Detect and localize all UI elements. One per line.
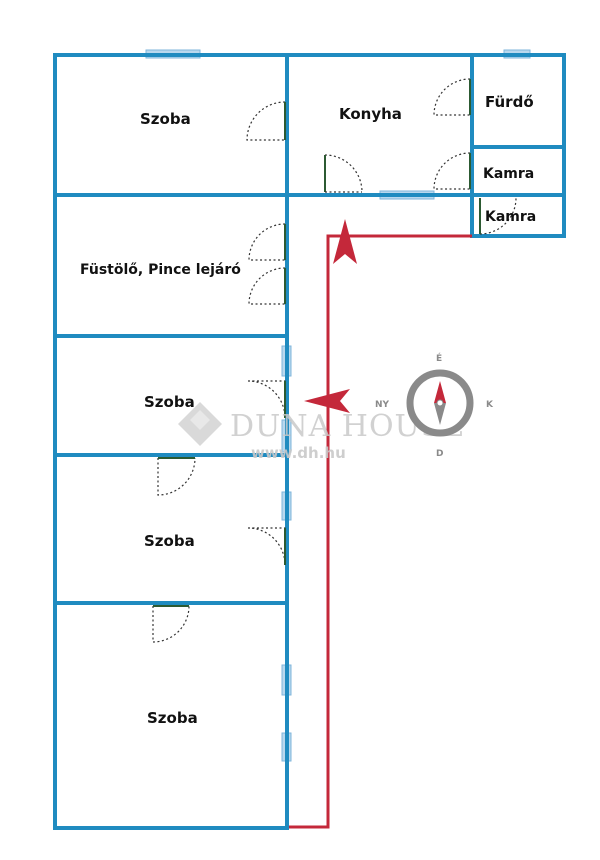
room-label-szoba-2: Szoba [144, 393, 195, 411]
door-fustolo-lower [248, 267, 286, 305]
walls [53, 53, 566, 830]
compass-center [436, 399, 444, 407]
door-szoba-3-east [247, 527, 286, 566]
compass-needle-north [434, 381, 446, 403]
room-labels: Szoba Konyha Fürdő Kamra Kamra Füstölő, … [80, 93, 536, 727]
outer-wall [53, 53, 566, 830]
entrance-route [289, 219, 472, 829]
room-label-furdo: Fürdő [485, 93, 534, 111]
room-label-konyha: Konyha [339, 105, 402, 123]
compass-south: D [436, 449, 443, 459]
route-line [289, 234, 472, 829]
door-konyha-west [324, 154, 363, 193]
compass-east: K [486, 400, 494, 410]
compass-needle-south [434, 403, 446, 425]
door-fustolo-upper [248, 223, 286, 261]
entrance-arrow-icon [333, 219, 357, 264]
door-konyha-east-top [433, 78, 471, 116]
watermark-url: www.dh.hu [251, 444, 346, 462]
room-label-kamra-2: Kamra [485, 209, 536, 225]
compass-north: É [436, 352, 442, 364]
room-label-szoba-4: Szoba [147, 709, 198, 727]
door-szoba-top [246, 101, 286, 141]
room-label-kamra-1: Kamra [483, 166, 534, 182]
door-szoba-3-top [157, 457, 196, 496]
duna-house-logo-inner [190, 410, 210, 430]
doors [152, 78, 517, 643]
compass-west: NY [375, 400, 390, 410]
room-label-szoba-top: Szoba [140, 110, 191, 128]
door-konyha-east-bottom [433, 152, 471, 190]
entrance-arrow-icon [304, 389, 350, 413]
compass-icon: É K D NY [375, 352, 494, 459]
room-label-szoba-3: Szoba [144, 532, 195, 550]
door-szoba-4 [152, 605, 190, 643]
room-label-fustolo: Füstölő, Pince lejáró [80, 262, 241, 278]
